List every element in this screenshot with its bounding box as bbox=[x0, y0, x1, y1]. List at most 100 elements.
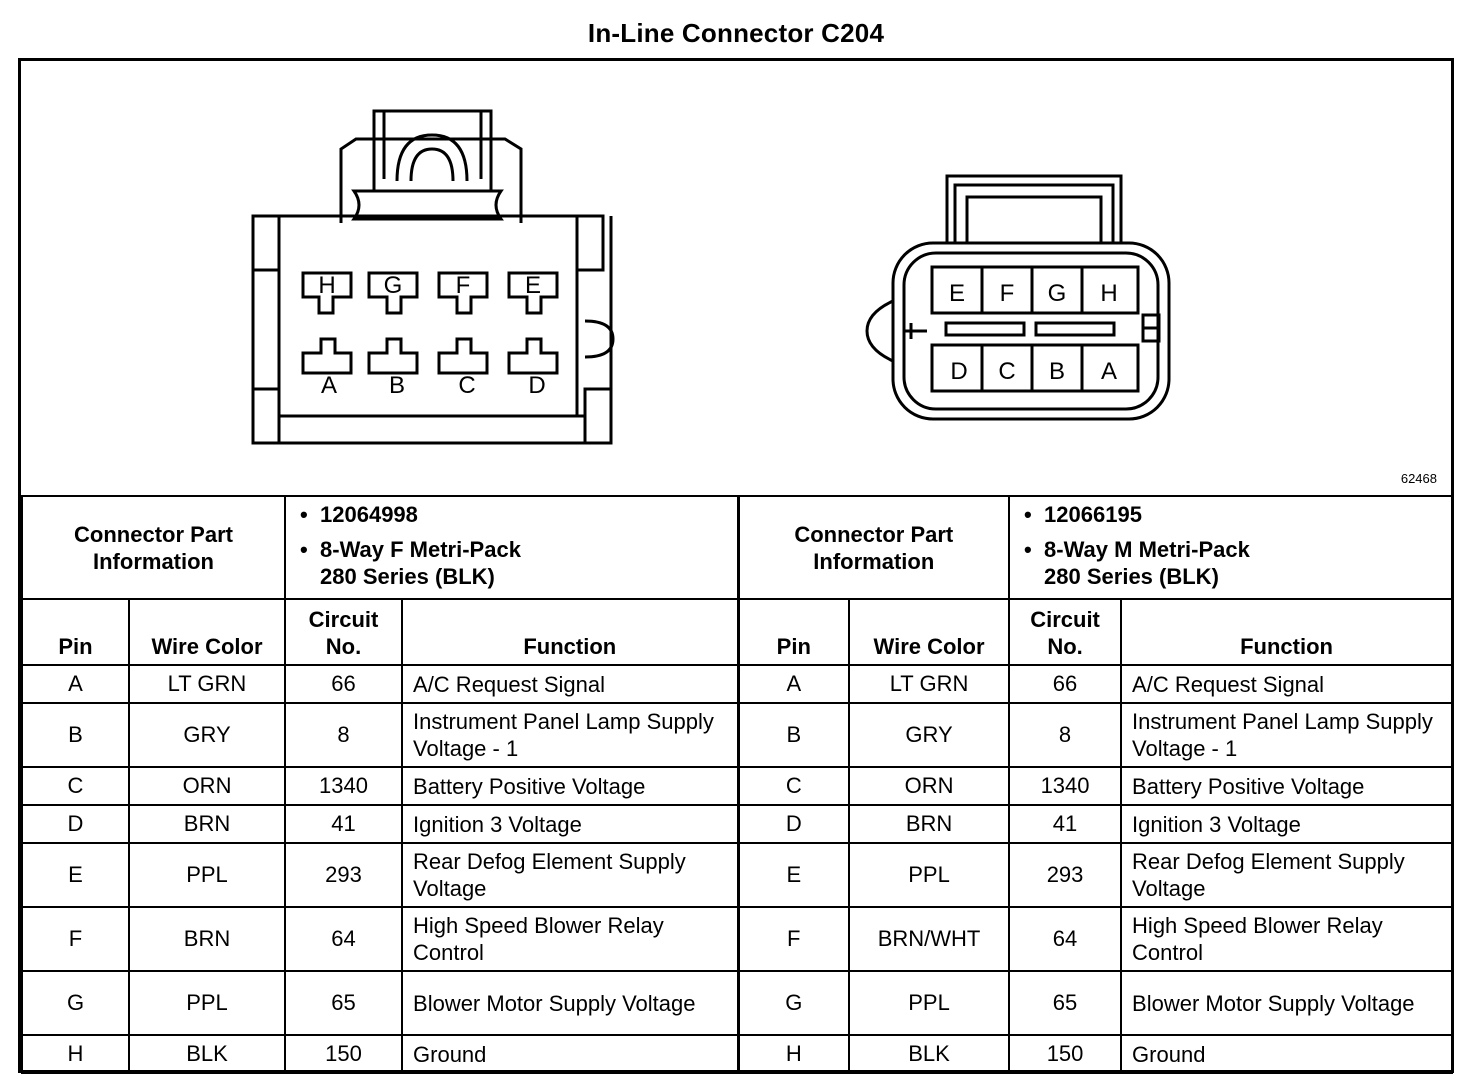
circuit-cell: 65 bbox=[284, 970, 404, 1036]
wire-color-cell: BLK bbox=[127, 1034, 287, 1074]
table-header-row: Pin Wire Color Circuit No. Function Pin … bbox=[21, 598, 1454, 666]
right-pin-label: D bbox=[950, 358, 967, 385]
left-pin-label: B bbox=[389, 372, 405, 399]
connector-illustrations: H G F E A B C D E F G H D C B A bbox=[251, 109, 1171, 445]
right-pin-label: G bbox=[1048, 280, 1067, 307]
wire-color-cell: ORN bbox=[848, 766, 1011, 806]
header-pin: Pin bbox=[737, 598, 851, 666]
wire-color-cell: BRN bbox=[127, 804, 287, 844]
pin-cell: B bbox=[737, 702, 851, 768]
left-info-label: Connector Part Information bbox=[20, 495, 287, 600]
circuit-cell: 66 bbox=[1008, 664, 1123, 704]
left-pin-label: G bbox=[384, 272, 403, 299]
left-part-type-line1: 8-Way F Metri-Pack bbox=[320, 537, 521, 562]
circuit-cell: 293 bbox=[284, 842, 404, 908]
right-part-number: 12066195 bbox=[1018, 501, 1443, 528]
circuit-cell: 66 bbox=[284, 664, 404, 704]
circuit-cell: 8 bbox=[1008, 702, 1123, 768]
circuit-cell: 1340 bbox=[284, 766, 404, 806]
wire-color-cell: LT GRN bbox=[127, 664, 287, 704]
wire-color-cell: GRY bbox=[127, 702, 287, 768]
circuit-cell: 65 bbox=[1008, 970, 1123, 1036]
pin-cell: A bbox=[737, 664, 851, 704]
function-cell: Battery Positive Voltage bbox=[1120, 766, 1454, 806]
pin-cell: D bbox=[21, 804, 130, 844]
pin-cell: G bbox=[21, 970, 130, 1036]
connector-info-row: Connector Part Information 12064998 8-Wa… bbox=[20, 495, 1454, 600]
pin-cell: C bbox=[21, 766, 130, 806]
left-pin-label: C bbox=[458, 372, 475, 399]
function-cell: Instrument Panel Lamp Supply Voltage - 1 bbox=[1120, 702, 1454, 768]
function-cell: Ground bbox=[401, 1034, 740, 1074]
circuit-cell: 64 bbox=[1008, 906, 1123, 972]
wire-color-cell: BRN/WHT bbox=[848, 906, 1011, 972]
wire-color-cell: LT GRN bbox=[848, 664, 1011, 704]
pin-cell: B bbox=[21, 702, 130, 768]
wire-color-cell: BLK bbox=[848, 1034, 1011, 1074]
function-cell: Ground bbox=[1120, 1034, 1454, 1074]
circuit-cell: 64 bbox=[284, 906, 404, 972]
right-pin-label: F bbox=[1000, 280, 1015, 307]
wire-color-cell: PPL bbox=[127, 970, 287, 1036]
function-cell: Ignition 3 Voltage bbox=[401, 804, 740, 844]
circuit-cell: 41 bbox=[284, 804, 404, 844]
function-cell: Blower Motor Supply Voltage bbox=[401, 970, 740, 1036]
right-info-label: Connector Part Information bbox=[737, 495, 1011, 600]
header-pin: Pin bbox=[21, 598, 130, 666]
wire-color-cell: PPL bbox=[848, 842, 1011, 908]
pinout-table: Connector Part Information 12064998 8-Wa… bbox=[20, 495, 1454, 1074]
function-cell: Rear Defog Element Supply Voltage bbox=[1120, 842, 1454, 908]
right-pin-label: H bbox=[1100, 280, 1117, 307]
function-cell: High Speed Blower Relay Control bbox=[401, 906, 740, 972]
left-pin-label: D bbox=[528, 372, 545, 399]
circuit-cell: 293 bbox=[1008, 842, 1123, 908]
right-pin-label: E bbox=[949, 280, 965, 307]
pin-cell: C bbox=[737, 766, 851, 806]
figure-number: 62468 bbox=[1400, 471, 1437, 486]
right-pin-label: C bbox=[998, 358, 1015, 385]
circuit-cell: 8 bbox=[284, 702, 404, 768]
function-cell: Battery Positive Voltage bbox=[401, 766, 740, 806]
pin-cell: G bbox=[737, 970, 851, 1036]
function-cell: A/C Request Signal bbox=[1120, 664, 1454, 704]
pin-cell: E bbox=[21, 842, 130, 908]
left-pin-label: E bbox=[525, 272, 541, 299]
wire-color-cell: PPL bbox=[848, 970, 1011, 1036]
right-pin-label: B bbox=[1049, 358, 1065, 385]
circuit-cell: 41 bbox=[1008, 804, 1123, 844]
left-pin-label: F bbox=[456, 272, 471, 299]
left-pin-label: H bbox=[318, 272, 335, 299]
pin-cell: F bbox=[737, 906, 851, 972]
diagram-title: In-Line Connector C204 bbox=[587, 18, 885, 48]
right-pin-label: A bbox=[1101, 358, 1117, 385]
left-pin-label: A bbox=[321, 372, 337, 399]
diagram-frame: H G F E A B C D E F G H D C B A 62468 bbox=[18, 58, 1454, 1074]
function-cell: Ignition 3 Voltage bbox=[1120, 804, 1454, 844]
left-part-number: 12064998 bbox=[294, 501, 729, 528]
right-part-type-line2: 280 Series (BLK) bbox=[1044, 564, 1219, 589]
pin-cell: H bbox=[737, 1034, 851, 1074]
function-cell: Blower Motor Supply Voltage bbox=[1120, 970, 1454, 1036]
pin-cell: E bbox=[737, 842, 851, 908]
pin-cell: D bbox=[737, 804, 851, 844]
header-circuit-no: Circuit No. bbox=[284, 598, 404, 666]
function-cell: High Speed Blower Relay Control bbox=[1120, 906, 1454, 972]
function-cell: Rear Defog Element Supply Voltage bbox=[401, 842, 740, 908]
wire-color-cell: PPL bbox=[127, 842, 287, 908]
header-circuit-no: Circuit No. bbox=[1008, 598, 1123, 666]
header-wire-color: Wire Color bbox=[127, 598, 287, 666]
wire-color-cell: GRY bbox=[848, 702, 1011, 768]
function-cell: A/C Request Signal bbox=[401, 664, 740, 704]
wire-color-cell: ORN bbox=[127, 766, 287, 806]
circuit-cell: 150 bbox=[1008, 1034, 1123, 1074]
